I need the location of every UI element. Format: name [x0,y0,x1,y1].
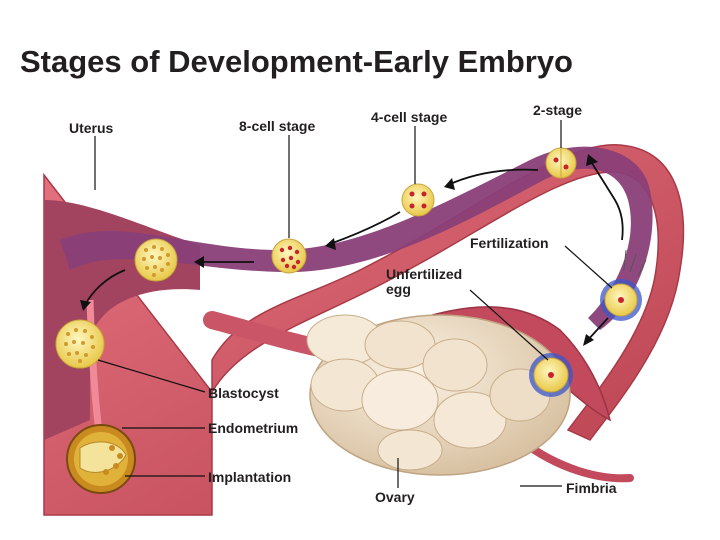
label-fimbria: Fimbria [566,480,617,496]
diagram-title: Stages of Development-Early Embryo [20,44,573,79]
label-ovary: Ovary [375,489,415,505]
label-4-cell-stage: 4-cell stage [371,109,448,125]
two-cell-embryo [545,147,577,179]
label-fertilization: Fertilization [470,235,549,251]
label-endometrium: Endometrium [208,420,299,436]
label-unfertilized-line2: egg [386,281,411,297]
label-unfertilized-line1: Unfertilized [386,266,463,282]
label-8-cell-stage: 8-cell stage [239,118,316,134]
label-blastocyst: Blastocyst [208,385,279,401]
label-uterus: Uterus [69,120,114,136]
implanted-embryo [66,424,136,494]
four-cell-embryo [401,183,435,217]
leader-lines [94,120,613,488]
fallopian-tube-lumen [60,146,653,330]
label-implantation: Implantation [208,469,292,485]
label-2-stage: 2-stage [533,102,583,118]
blastocyst-cell [55,319,105,369]
fertilized-egg [600,249,647,321]
arrow-heads [80,154,598,346]
ovary [306,314,571,476]
morula [134,238,178,282]
unfertilized-egg [529,353,573,397]
eight-cell-embryo [271,238,307,274]
